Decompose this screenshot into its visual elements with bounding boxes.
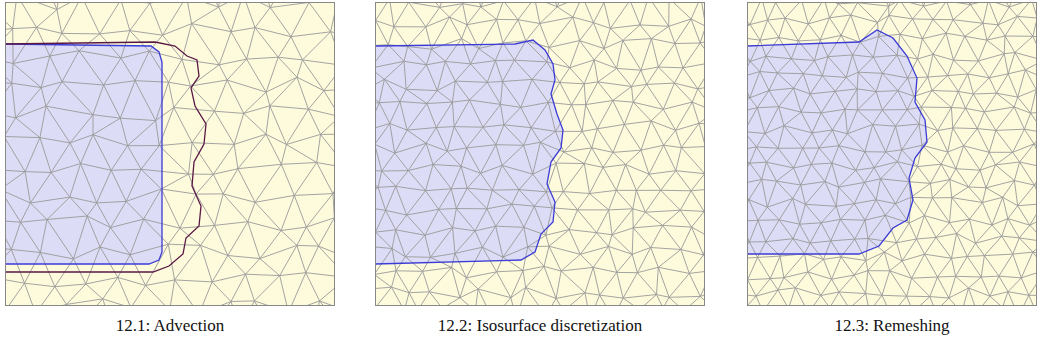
panel-group [747, 2, 1037, 306]
panel-group [5, 2, 335, 306]
mesh-edges [5, 2, 335, 306]
caption-wrap: 12.1: Advection [116, 316, 225, 336]
figure-caption: 12.2: Isosurface discretization [438, 316, 642, 335]
panel-group [375, 2, 705, 306]
figure-caption: 12.3: Remeshing [834, 316, 949, 335]
interface-curve [747, 30, 927, 254]
mesh-illustration [5, 2, 335, 306]
mesh-edges [375, 2, 705, 306]
mesh-edges [747, 2, 1037, 306]
figure-caption: 12.1: Advection [116, 316, 225, 335]
mesh-illustration [747, 2, 1037, 306]
panel-border [6, 3, 335, 306]
caption-wrap: 12.3: Remeshing [834, 316, 949, 336]
panel-border [748, 3, 1037, 306]
interface-curve [375, 40, 563, 264]
mesh-illustration [375, 2, 705, 306]
panel-border [376, 3, 705, 306]
advected-curve [5, 42, 206, 272]
caption-wrap: 12.2: Isosurface discretization [438, 316, 642, 336]
interface-curve [5, 44, 162, 264]
